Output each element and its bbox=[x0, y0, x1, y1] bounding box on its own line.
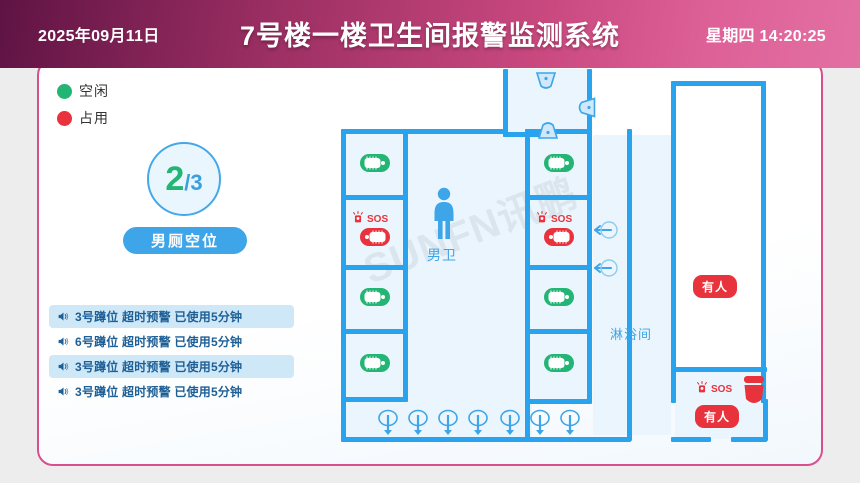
speaker-icon bbox=[57, 310, 70, 323]
header-date: 2025年09月11日 bbox=[38, 28, 160, 45]
app-header: 2025年09月11日 7号楼一楼卫生间报警监测系统 星期四 14:20:25 bbox=[0, 0, 860, 68]
wall-segment bbox=[525, 129, 530, 441]
wall-segment bbox=[525, 265, 592, 270]
stall-status-icon[interactable] bbox=[543, 287, 575, 307]
stall-status-icon[interactable] bbox=[543, 153, 575, 173]
list-item[interactable]: 6号蹲位 超时预警 已使用5分钟 bbox=[49, 330, 294, 353]
stall-status-icon[interactable] bbox=[543, 353, 575, 373]
wall-segment bbox=[763, 399, 768, 441]
door-icon bbox=[591, 255, 619, 286]
status-badge: 有人 bbox=[693, 275, 738, 298]
shower-room-fill bbox=[593, 135, 671, 435]
wall-segment bbox=[671, 367, 767, 372]
legend: 空闲 占用 bbox=[57, 81, 109, 135]
wall-segment bbox=[525, 129, 592, 134]
wall-segment bbox=[341, 195, 408, 200]
stall-status-icon[interactable] bbox=[543, 227, 575, 247]
alert-text: 3号蹲位 超时预警 已使用5分钟 bbox=[75, 385, 243, 399]
right-room-fill bbox=[675, 85, 765, 403]
alert-text: 3号蹲位 超时预警 已使用5分钟 bbox=[75, 310, 243, 324]
speaker-icon bbox=[57, 385, 70, 398]
wall-segment bbox=[671, 81, 766, 86]
alarm-lamp-icon bbox=[351, 210, 365, 228]
sink-icon bbox=[537, 115, 559, 140]
legend-label-occupied: 占用 bbox=[79, 110, 109, 126]
urinal-icon bbox=[407, 409, 429, 442]
alert-text: 3号蹲位 超时预警 已使用5分钟 bbox=[75, 360, 243, 374]
urinal-icon bbox=[437, 409, 459, 442]
list-item[interactable]: 3号蹲位 超时预警 已使用5分钟 bbox=[49, 380, 294, 403]
sos-alarm-indicator: SOS bbox=[695, 380, 733, 398]
available-count-text: 2 /3 bbox=[165, 162, 202, 196]
stall-status-icon[interactable] bbox=[359, 353, 391, 373]
circle-red-icon bbox=[57, 110, 72, 126]
legend-item-occupied: 占用 bbox=[57, 108, 109, 128]
door-icon bbox=[591, 217, 619, 248]
sos-label: SOS bbox=[711, 384, 733, 395]
wall-segment bbox=[341, 437, 631, 442]
main-panel: 空闲 占用 2 /3 男厕空位 3号蹲位 超时预警 已使用5分钟 bbox=[37, 59, 823, 466]
status-badge: 有人 bbox=[695, 405, 740, 428]
wall-segment bbox=[671, 437, 711, 442]
urinal-icon bbox=[377, 409, 399, 442]
sink-icon bbox=[572, 97, 597, 119]
alert-text: 6号蹲位 超时预警 已使用5分钟 bbox=[75, 335, 243, 349]
legend-item-free: 空闲 bbox=[57, 81, 109, 101]
wall-segment bbox=[525, 195, 592, 200]
legend-label-free: 空闲 bbox=[79, 83, 109, 99]
floorplan: SUNFN讯鹏 bbox=[297, 69, 817, 464]
sink-icon bbox=[535, 71, 557, 96]
wall-segment bbox=[525, 329, 592, 334]
wall-segment bbox=[341, 265, 408, 270]
wall-segment bbox=[627, 129, 632, 441]
urinal-icon bbox=[559, 409, 581, 442]
sos-alarm-indicator: SOS bbox=[351, 210, 389, 228]
wall-segment bbox=[341, 129, 508, 134]
stall-status-icon[interactable] bbox=[359, 287, 391, 307]
page-title: 7号楼一楼卫生间报警监测系统 bbox=[239, 21, 620, 51]
alarm-lamp-icon bbox=[695, 380, 709, 398]
wall-segment bbox=[503, 132, 545, 137]
urinal-icon bbox=[499, 409, 521, 442]
speaker-icon bbox=[57, 335, 70, 348]
list-item[interactable]: 3号蹲位 超时预警 已使用5分钟 bbox=[49, 355, 294, 378]
wall-segment bbox=[341, 129, 346, 441]
stall-status-icon[interactable] bbox=[359, 227, 391, 247]
list-item[interactable]: 3号蹲位 超时预警 已使用5分钟 bbox=[49, 305, 294, 328]
urinal-icon bbox=[529, 409, 551, 442]
available-count-value: 2 bbox=[165, 160, 185, 198]
wall-segment bbox=[731, 437, 767, 442]
toilet-icon bbox=[741, 375, 767, 414]
wall-segment bbox=[341, 329, 408, 334]
wall-segment bbox=[341, 397, 408, 402]
urinal-icon bbox=[467, 409, 489, 442]
total-count-value: /3 bbox=[184, 170, 203, 195]
available-count-circle: 2 /3 bbox=[147, 142, 221, 216]
circle-green-icon bbox=[57, 83, 72, 99]
sos-label: SOS bbox=[551, 214, 573, 225]
alert-list: 3号蹲位 超时预警 已使用5分钟 6号蹲位 超时预警 已使用5分钟 3号蹲位 超… bbox=[49, 305, 294, 405]
stall-status-icon[interactable] bbox=[359, 153, 391, 173]
male-person-icon bbox=[431, 187, 457, 246]
mens-room-label: 男卫 bbox=[427, 247, 457, 263]
wall-segment bbox=[671, 81, 676, 403]
wall-segment bbox=[761, 81, 766, 403]
wall-segment bbox=[503, 69, 508, 137]
shower-room-label: 淋浴间 bbox=[610, 327, 653, 342]
header-time: 星期四 14:20:25 bbox=[705, 28, 826, 45]
alarm-lamp-icon bbox=[535, 210, 549, 228]
speaker-icon bbox=[57, 360, 70, 373]
wall-segment bbox=[525, 399, 592, 404]
sos-label: SOS bbox=[367, 214, 389, 225]
mens-room-vacancy-button[interactable]: 男厕空位 bbox=[123, 227, 247, 254]
sos-alarm-indicator: SOS bbox=[535, 210, 573, 228]
